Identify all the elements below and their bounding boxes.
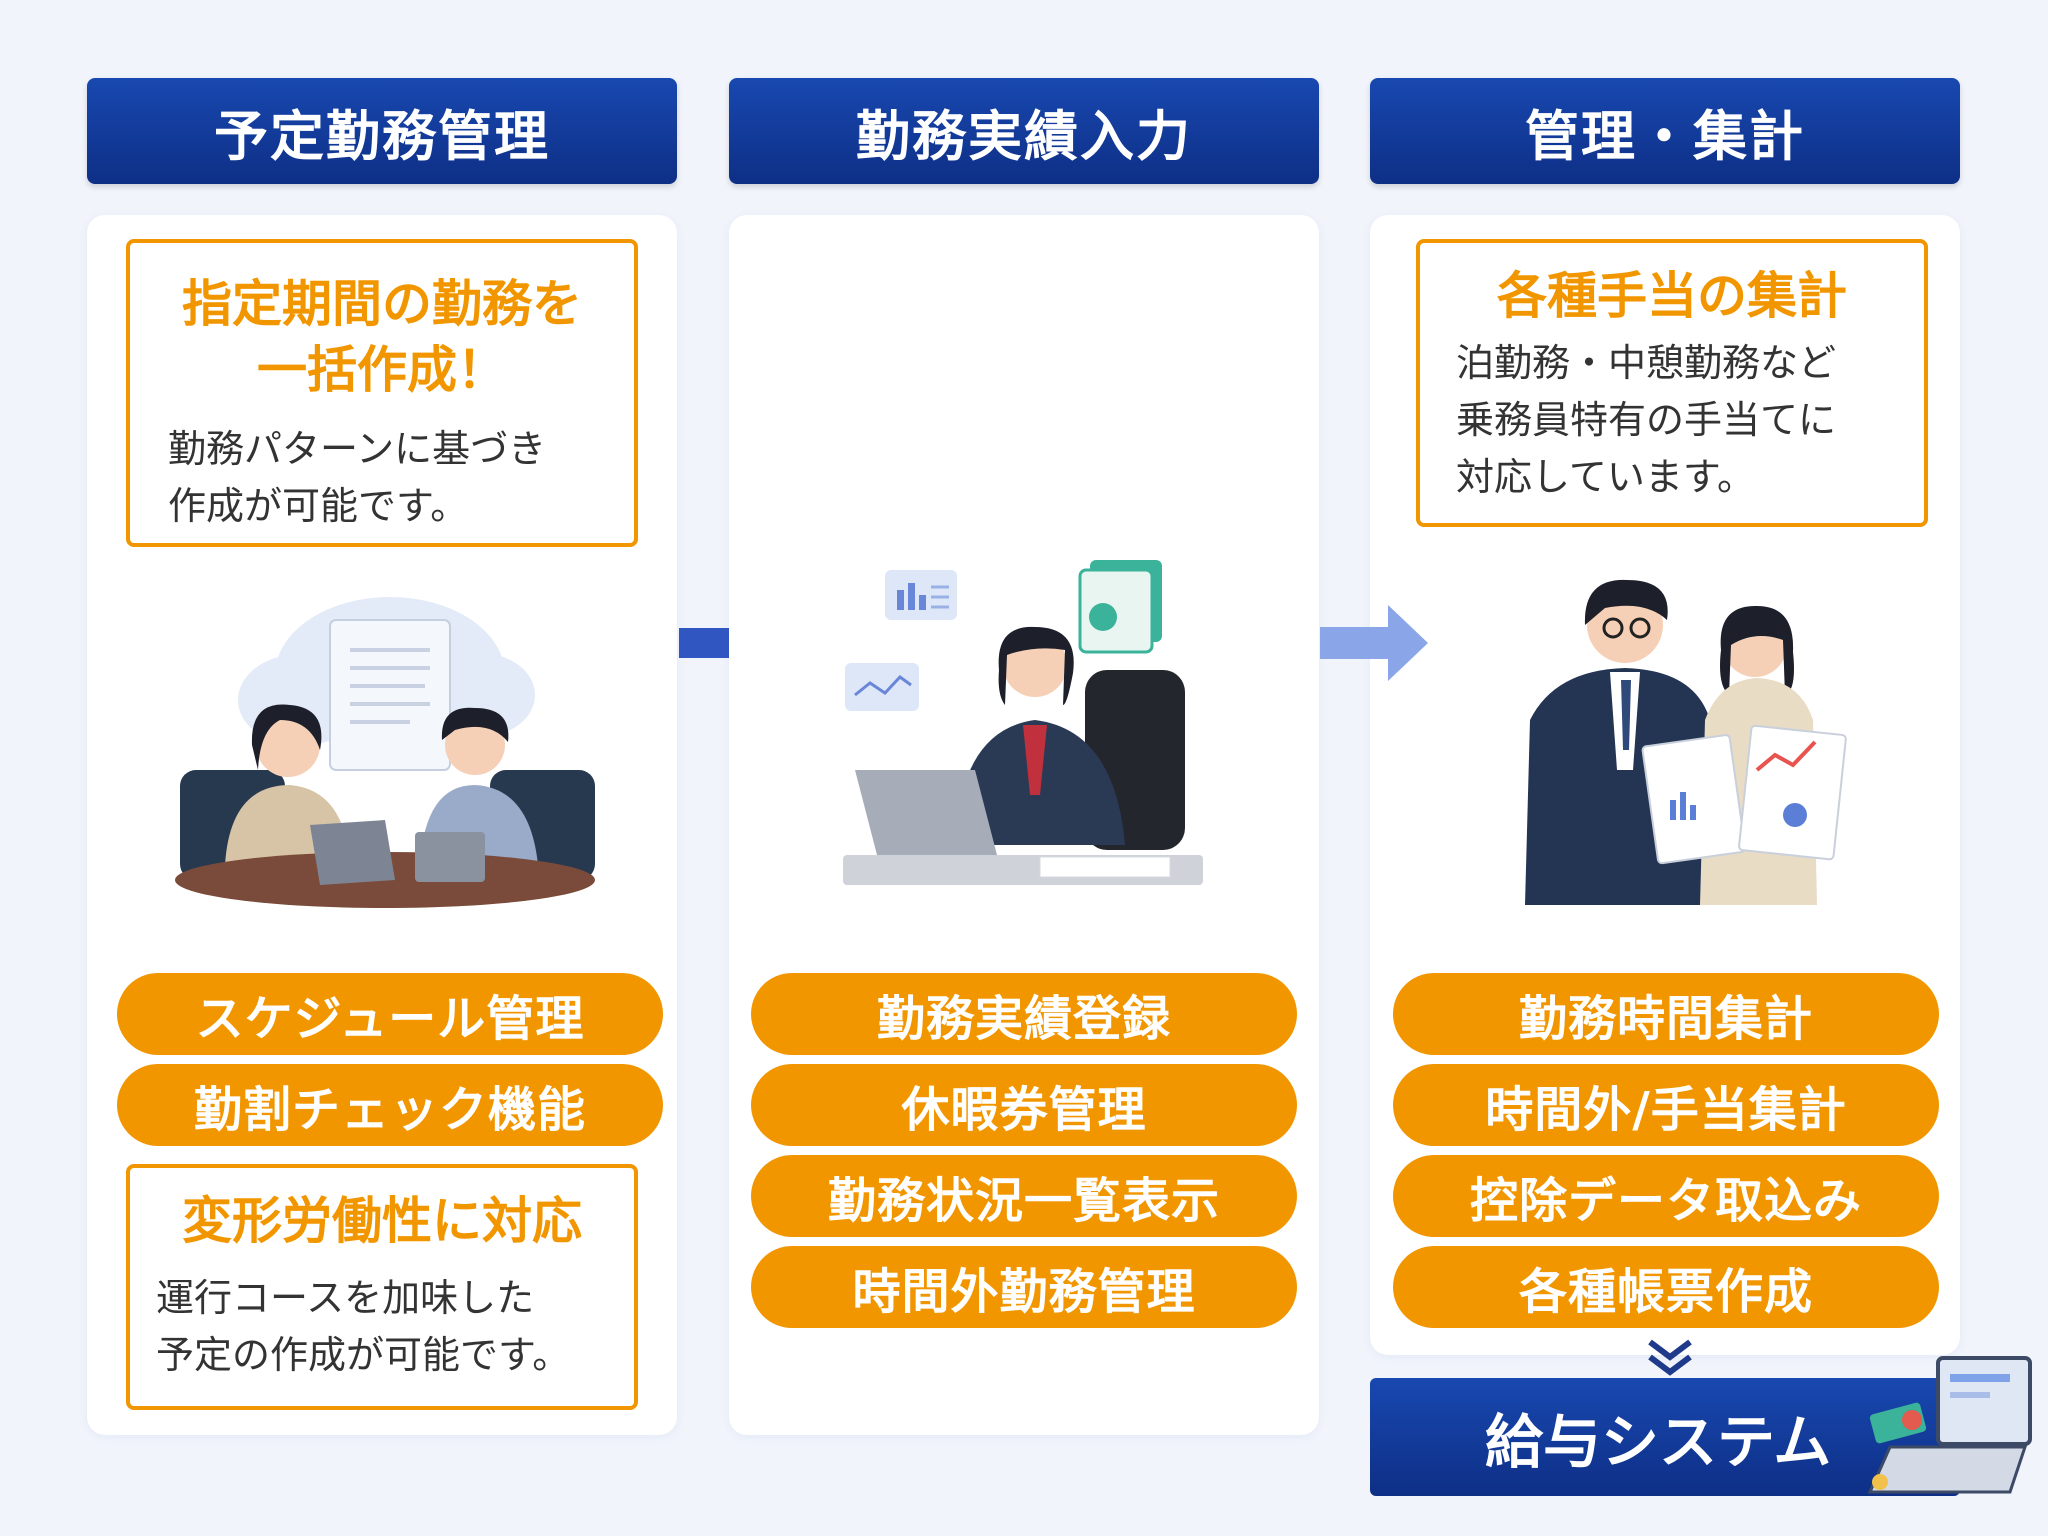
callout-title: 指定期間の勤務を 一括作成！ — [182, 275, 582, 399]
payroll-system-box: 給与システム — [1370, 1378, 1960, 1496]
office-worker-illustration — [843, 560, 1203, 885]
callout-title: 変形労働性に対応 — [182, 1192, 582, 1250]
callout-bulk-create: 指定期間の勤務を 一括作成！ 勤務パターンに基づき 作成が可能です。 — [126, 239, 638, 547]
feature-pill: 控除データ取込み — [1393, 1155, 1939, 1237]
feature-pill: 時間外/手当集計 — [1393, 1064, 1939, 1146]
feature-pill: 各種帳票作成 — [1393, 1246, 1939, 1328]
feature-pill: 休暇券管理 — [751, 1064, 1297, 1146]
callout-flexible-labor: 変形労働性に対応 運行コースを加味した 予定の作成が可能です。 — [126, 1164, 638, 1410]
column-header-schedule: 予定勤務管理 — [87, 78, 677, 184]
callout-body: 勤務パターンに基づき 作成が可能です。 — [168, 427, 547, 528]
business-pair-illustration — [1525, 579, 1847, 905]
feature-pill: 時間外勤務管理 — [751, 1246, 1297, 1328]
meeting-illustration — [175, 597, 595, 908]
payroll-system-label: 給与システム — [1485, 1408, 1832, 1476]
callout-body: 運行コースを加味した 予定の作成が可能です。 — [156, 1276, 571, 1377]
callout-body: 泊勤務・中憩勤務など 乗務員特有の手当てに 対応しています。 — [1456, 341, 1837, 499]
feature-pill: 勤務時間集計 — [1393, 973, 1939, 1055]
double-chevron-down-icon — [1648, 1339, 1692, 1376]
column-header-actuals: 勤務実績入力 — [729, 78, 1319, 184]
feature-pill: スケジュール管理 — [117, 973, 663, 1055]
laptop-payment-illustration — [1867, 1356, 2032, 1494]
column-header-aggregation: 管理・集計 — [1370, 78, 1960, 184]
flow-arrow-icon — [1320, 605, 1428, 681]
feature-pill: 勤務状況一覧表示 — [751, 1155, 1297, 1237]
flow-arrow-icon — [679, 628, 729, 658]
callout-allowance: 各種手当の集計 泊勤務・中憩勤務など 乗務員特有の手当てに 対応しています。 — [1416, 239, 1928, 527]
feature-pill: 勤割チェック機能 — [117, 1064, 663, 1146]
feature-pill: 勤務実績登録 — [751, 973, 1297, 1055]
callout-title: 各種手当の集計 — [1497, 267, 1847, 325]
